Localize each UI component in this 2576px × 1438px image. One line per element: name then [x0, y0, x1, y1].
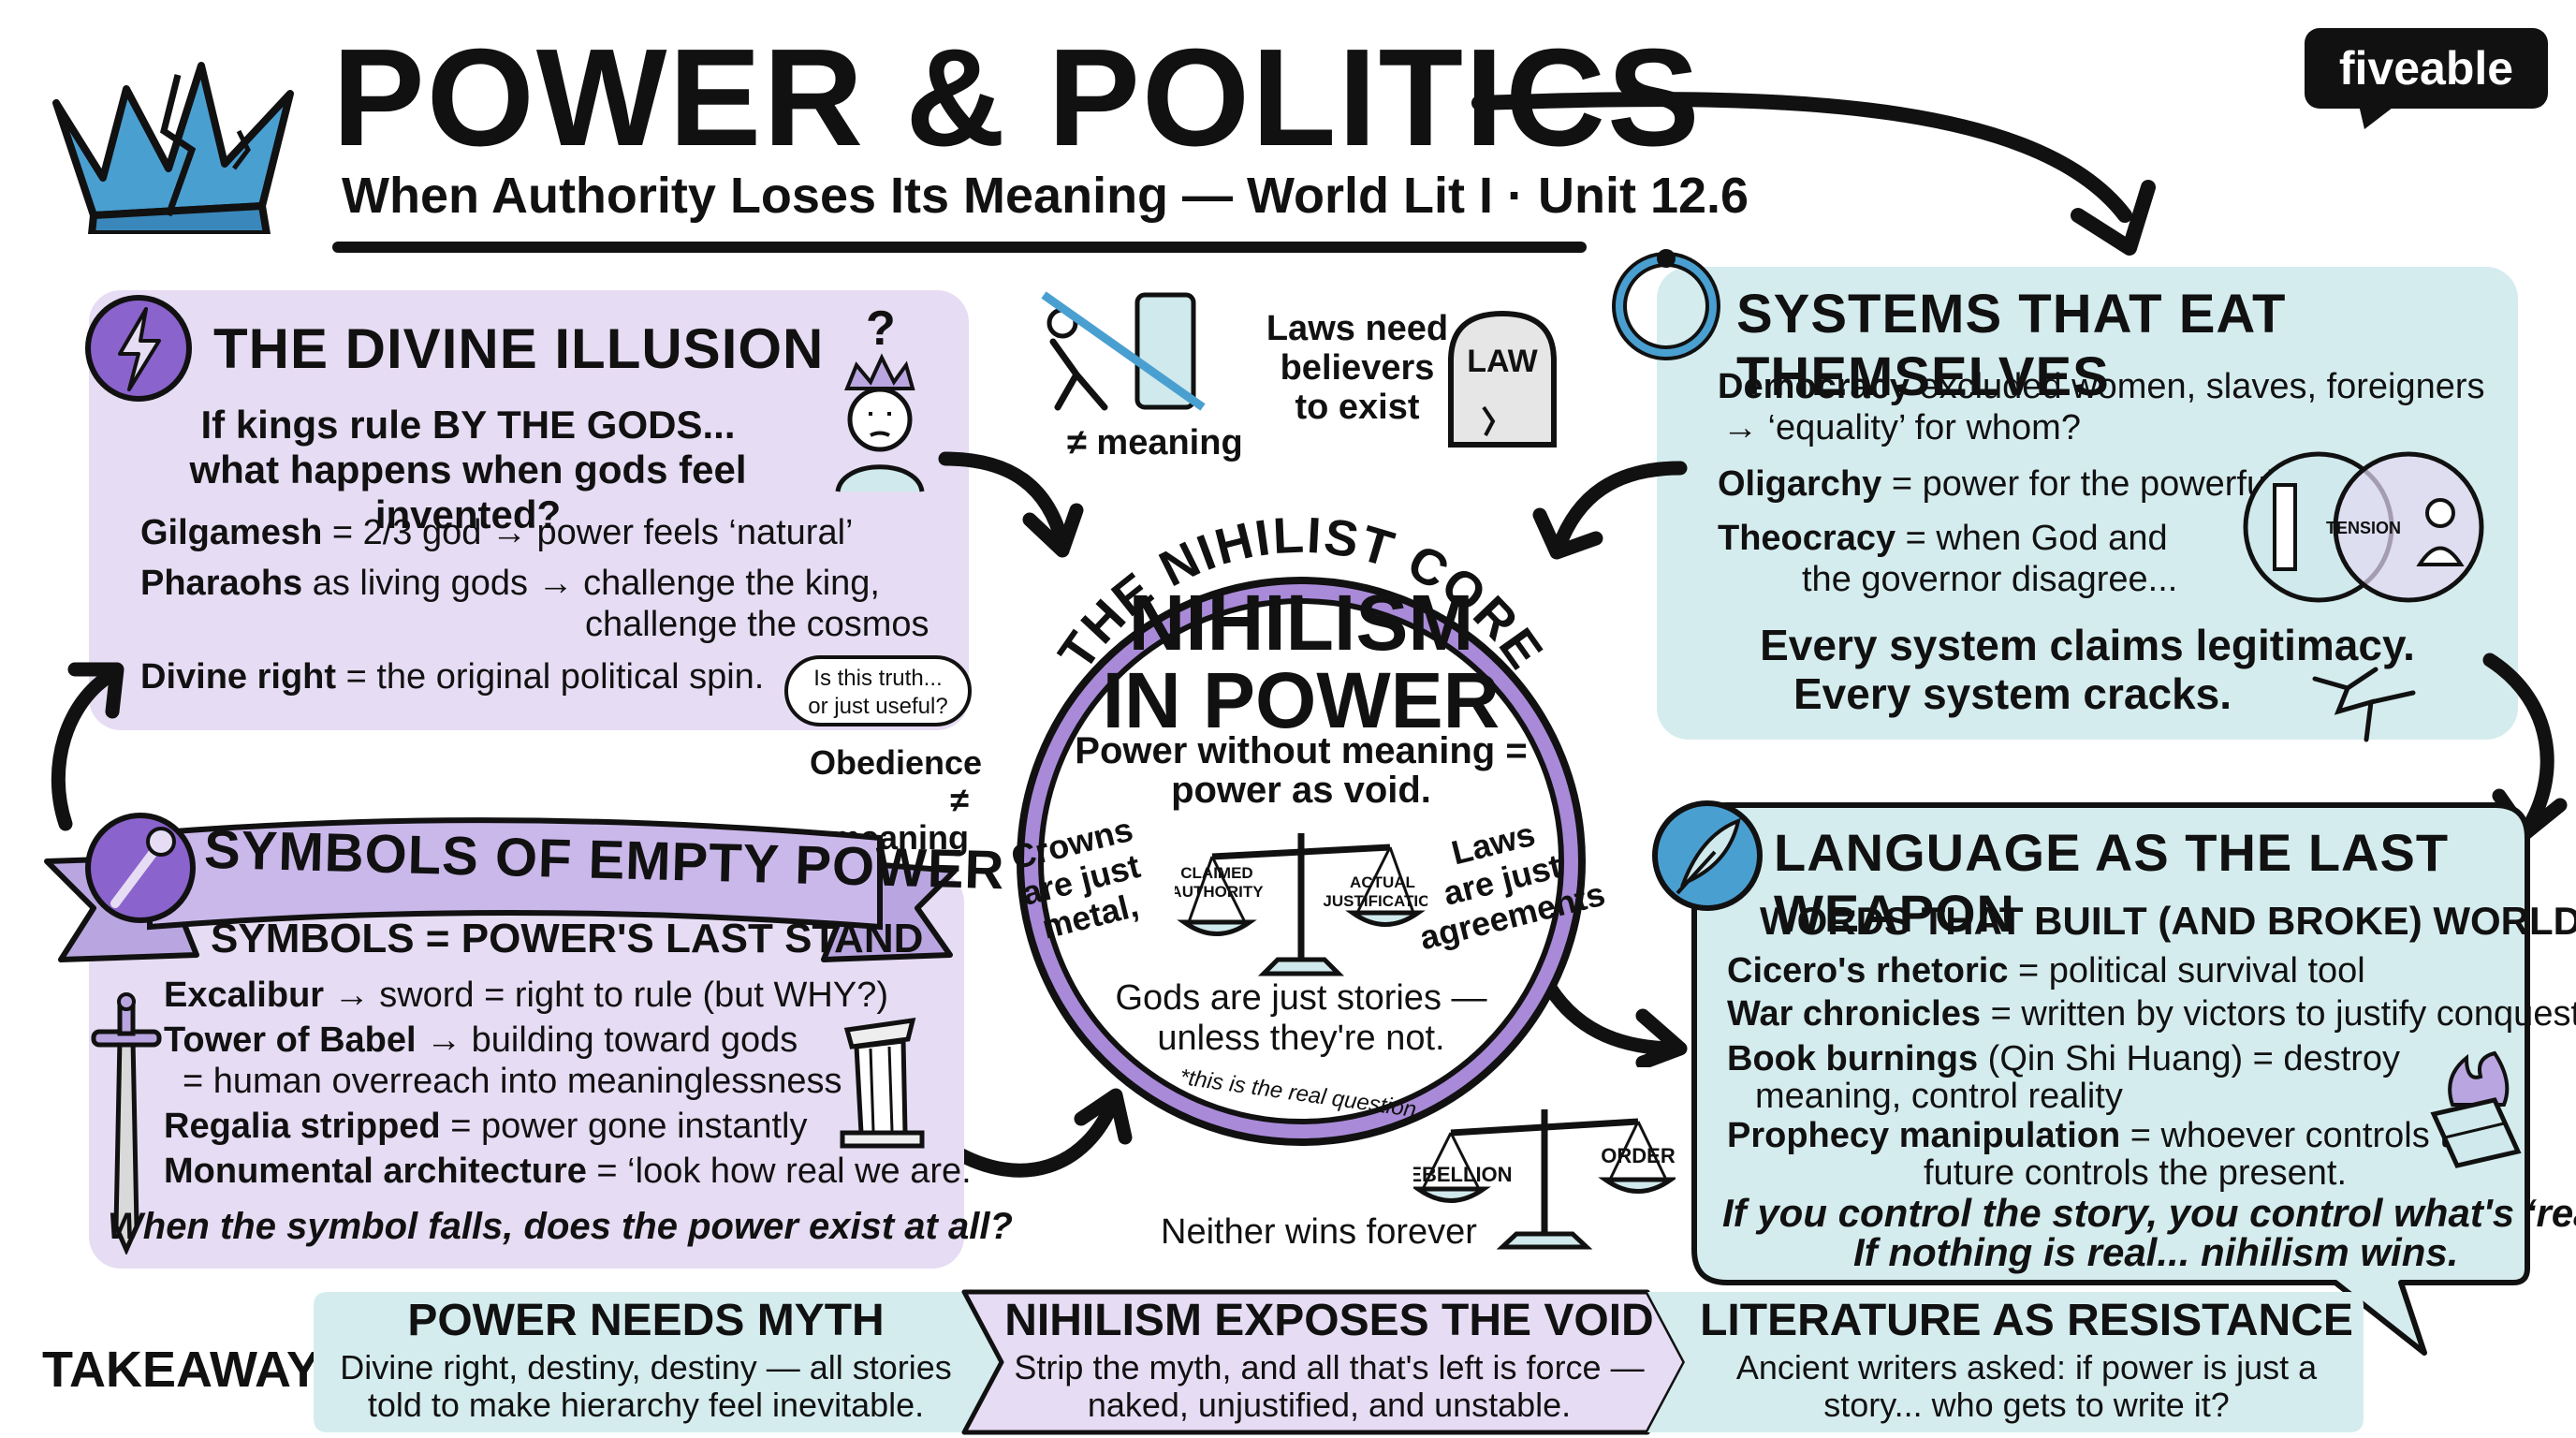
meaning-caption: ≠ meaning: [1067, 423, 1243, 462]
core-sub-2: power as void.: [1171, 770, 1431, 811]
systems-oligarchy: Oligarchy = power for the powerful: [1718, 464, 2275, 504]
core-gods-2: unless they're not.: [1157, 1019, 1445, 1058]
symbols-question: When the symbol falls, does the power ex…: [108, 1206, 1013, 1247]
arrow-systems-to-core-icon: [1532, 461, 1688, 560]
quill-icon: [1652, 800, 1763, 911]
takeaway-a-title: POWER NEEDS MYTH: [407, 1296, 885, 1345]
systems-claim: Every system claims legitimacy.: [1760, 621, 2415, 669]
sword-icon: [91, 992, 162, 1255]
arrow-core-to-language-icon: [1537, 971, 1688, 1067]
broken-crown-icon: [52, 62, 294, 234]
confused-king-icon: ?: [835, 301, 925, 492]
takeaway-c-line-1: Ancient writers asked: if power is just …: [1735, 1348, 2318, 1387]
title-underline: [332, 242, 1587, 253]
takeaway-b-line-2: naked, unjustified, and unstable.: [1087, 1386, 1572, 1424]
symbols-excalibur: Excalibur → sword = right to rule (but W…: [164, 976, 888, 1015]
core-gods-1: Gods are just stories —: [1115, 978, 1487, 1018]
kneeling-icon: [1041, 291, 1206, 411]
systems-title: SYSTEMS THAT EAT THEMSELVES: [1736, 284, 2287, 407]
broken-column-icon: [840, 1017, 925, 1149]
systems-cracks: Every system cracks.: [1793, 669, 2232, 718]
takeaway-b-title: NIHILISM EXPOSES THE VOID: [1004, 1296, 1654, 1345]
divine-question-2: what happens when gods feel invented?: [189, 448, 747, 536]
law-tombstone-icon: LAW: [1448, 310, 1557, 448]
takeaway-c-line-2: story... who gets to write it?: [1823, 1386, 2230, 1424]
page-subtitle: When Authority Loses Its Meaning — World…: [342, 168, 1749, 224]
order-label: ORDER: [1601, 1144, 1676, 1167]
language-quote-1: If you control the story, you control wh…: [1722, 1191, 2576, 1235]
language-prophecy: Prophecy manipulation = whoever controls…: [1727, 1116, 2490, 1155]
divine-line-gilgamesh: Gilgamesh = 2/3 god → power feels ‘natur…: [140, 513, 854, 552]
language-chronicles: War chronicles = written by victors to j…: [1727, 994, 2576, 1034]
neither-wins-caption: Neither wins forever: [1161, 1212, 1477, 1252]
core-title-2: IN POWER: [1102, 656, 1500, 744]
actual-label-1: ACTUAL: [1350, 873, 1415, 891]
lightning-icon: [85, 295, 192, 402]
justice-scale-icon: CLAIMED AUTHORITY ACTUAL JUSTIFICATION: [1175, 833, 1427, 976]
language-future: future controls the present.: [1924, 1153, 2348, 1193]
language-title: LANGUAGE AS THE LAST WEAPON: [1774, 823, 2450, 943]
takeaway-strip: [314, 1289, 2364, 1435]
arrow-symbols-to-divine-icon: [51, 662, 124, 831]
logo-tail-icon: [2359, 105, 2396, 129]
symbols-babel: Tower of Babel → building toward gods: [164, 1020, 798, 1060]
takeaway-a-line-2: told to make hierarchy feel inevitable.: [367, 1386, 925, 1424]
takeaway-b-line-1: Strip the myth, and all that's left is f…: [1014, 1348, 1645, 1387]
symbols-regalia: Regalia stripped = power gone instantly: [164, 1107, 808, 1146]
takeaway-c-title: LITERATURE AS RESISTANCE: [1700, 1296, 2353, 1345]
rebellion-label: REBELLION: [1413, 1163, 1513, 1186]
actual-label-2: JUSTIFICATION: [1323, 892, 1427, 910]
divine-question-1: If kings rule BY THE GODS...: [200, 403, 736, 447]
svg-text:?: ?: [866, 301, 896, 356]
fiveable-logo: fiveable: [2305, 28, 2548, 109]
systems-democracy: Democracy excluded women, slaves, foreig…: [1718, 367, 2485, 406]
core-sub-1: Power without meaning =: [1075, 730, 1528, 771]
tension-venn-icon: TENSION: [2243, 451, 2484, 603]
symbols-panel: [89, 871, 964, 1269]
takeaway-label: TAKEAWAY:: [42, 1342, 334, 1398]
truth-bubble: Is this truth...or just useful?: [784, 655, 972, 726]
arrow-divine-to-core-icon: [938, 451, 1084, 558]
systems-governor: the governor disagree...: [1802, 560, 2178, 599]
arrow-symbols-to-core-icon: [947, 1088, 1133, 1178]
systems-theocracy: Theocracy = when God and: [1718, 519, 2168, 558]
symbols-overreach: = human overreach into meaninglessness: [183, 1062, 842, 1101]
language-subtitle: WORDS THAT BUILT (AND BROKE) WORLDS: [1760, 899, 2576, 943]
language-burnings: Book burnings (Qin Shi Huang) = destroy: [1727, 1039, 2401, 1078]
rebellion-order-scale-icon: REBELLION ORDER: [1413, 1109, 1676, 1250]
header-arrow-icon: [1471, 92, 2156, 256]
divine-line-cosmos: challenge the cosmos: [585, 605, 929, 644]
page-title: POWER & POLITICS: [332, 21, 1702, 175]
divine-line-right: Divine right = the original political sp…: [140, 657, 765, 697]
divine-line-pharaohs: Pharaohs as living gods → challenge the …: [140, 564, 880, 603]
language-meaning: meaning, control reality: [1755, 1077, 2123, 1116]
divine-illusion-title: THE DIVINE ILLUSION: [213, 317, 825, 380]
venn-label: TENSION: [2326, 519, 2401, 537]
scepter-icon: [85, 813, 196, 923]
language-quote-2: If nothing is real... nihilism wins.: [1853, 1230, 2459, 1274]
symbols-subtitle: SYMBOLS = POWER'S LAST STAND: [211, 916, 924, 961]
tombstone-label: LAW: [1467, 344, 1538, 379]
core-title-1: NIHILISM: [1128, 579, 1474, 667]
crack-icon: [2312, 667, 2416, 742]
claimed-label-1: CLAIMED: [1180, 864, 1252, 882]
burning-book-icon: [2430, 1050, 2522, 1168]
systems-equality: → ‘equality’ for whom?: [1722, 408, 2081, 448]
symbols-architecture: Monumental architecture = ‘look how real…: [164, 1152, 980, 1191]
language-cicero: Cicero's rhetoric = political survival t…: [1727, 951, 2365, 990]
ouroboros-icon: [1612, 249, 1720, 360]
takeaway-a-line-1: Divine right, destiny, destiny — all sto…: [340, 1348, 952, 1387]
claimed-label-2: AUTHORITY: [1175, 883, 1264, 901]
